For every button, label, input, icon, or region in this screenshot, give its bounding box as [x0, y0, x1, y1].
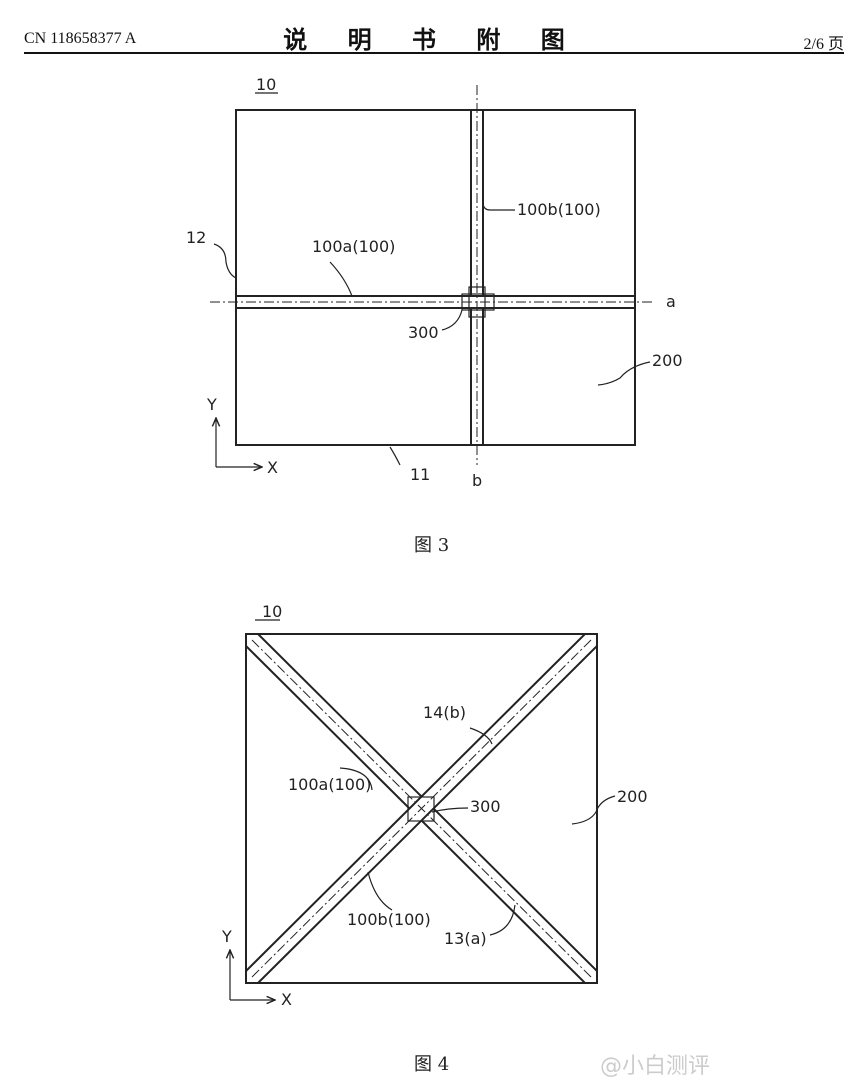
ref-300: 300 — [408, 323, 439, 342]
publication-number: CN 118658377 A — [24, 30, 137, 47]
header-rule — [24, 52, 844, 54]
axis-b-label: b — [472, 471, 482, 490]
figure-3 — [210, 85, 655, 467]
figure-4 — [230, 619, 616, 1000]
ref-10: 10 — [256, 75, 276, 94]
ref-100a: 100a(100) — [288, 775, 371, 794]
ref-100b: 100b(100) — [517, 200, 601, 219]
junction-300 — [407, 796, 435, 822]
ref-200: 200 — [652, 351, 683, 370]
ref-10: 10 — [262, 602, 282, 621]
panel-outline — [235, 109, 636, 446]
ref-11: 11 — [410, 465, 430, 484]
ref-100b: 100b(100) — [347, 910, 431, 929]
ref-200: 200 — [617, 787, 648, 806]
axis-a-label: a — [666, 292, 676, 311]
axis-x-label: X — [267, 458, 278, 477]
ref-100a: 100a(100) — [312, 237, 395, 256]
axis-y-label: Y — [221, 927, 232, 946]
figure-3-caption: 图 3 — [414, 535, 449, 556]
figure-4-caption: 图 4 — [414, 1054, 449, 1075]
ref-12: 12 — [186, 228, 206, 247]
page-title: 说 明 书 附 图 — [283, 25, 581, 54]
ref-300: 300 — [470, 797, 501, 816]
watermark: @小白测评 — [600, 1054, 711, 1079]
page-number: 2/6 页 — [803, 36, 844, 53]
ref-14: 14(b) — [423, 703, 466, 722]
ref-13: 13(a) — [444, 929, 487, 948]
axis-y-label: Y — [206, 395, 217, 414]
axis-x-label: X — [281, 990, 292, 1009]
